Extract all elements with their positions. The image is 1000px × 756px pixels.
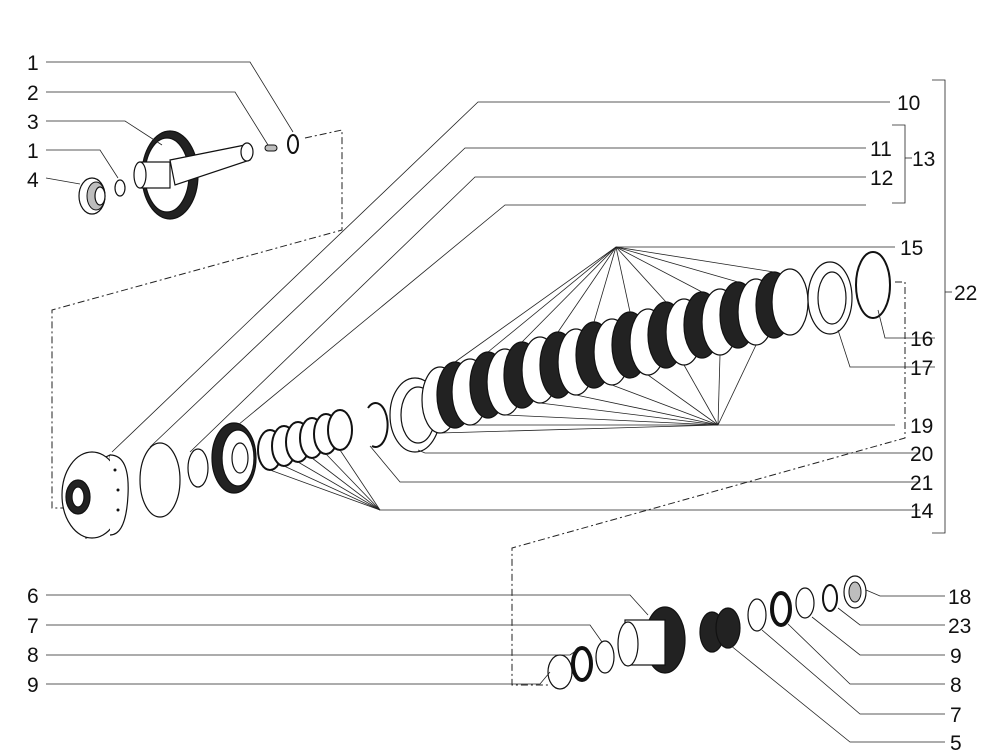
piston-plate-part [211,422,257,494]
washer-9-right-part [795,587,815,619]
bearing-part [78,177,106,215]
ring-part [187,448,209,488]
gear-shaft-part [133,130,254,220]
group-label: 22 [954,282,977,305]
callout-label: 7 [27,615,39,638]
callout-label: 4 [27,169,39,192]
callout-label: 1 [27,52,39,75]
retaining-ring-16-part [855,251,891,319]
snap-ring-21-part [367,402,389,448]
callout-label: 5 [950,732,962,755]
leader-lines [45,61,945,743]
callout-label: 12 [870,167,893,190]
callout-label: 11 [870,138,892,161]
callout-label: 19 [910,415,933,438]
input-shaft-assembly [78,130,299,220]
seal-ring-part [139,442,181,518]
backing-plate-part [807,261,853,335]
group-label: 13 [912,148,935,171]
callout-label: 21 [910,472,933,495]
callout-labels: 1 2 3 1 4 6 7 8 9 10 11 12 15 16 17 19 2… [27,52,977,755]
callout-label: 18 [948,586,971,609]
washer-9-left-part [547,654,573,690]
callout-label: 15 [900,237,923,260]
spring-washers-part [257,409,353,471]
callout-label: 8 [950,674,962,697]
assembly-axis-lines [51,129,906,686]
pin-part [264,144,278,152]
gear-6-part [617,606,686,674]
output-gear-assembly [547,575,867,690]
callout-label: 23 [948,615,971,638]
clutch-drum-part [61,451,129,539]
lock-washer-23-part [822,584,838,612]
friction-disc-stack [421,268,809,434]
o-ring-part [287,134,299,154]
callout-label: 7 [950,704,962,727]
needle-bearing-5-part [699,607,741,653]
callout-label: 16 [910,328,933,351]
callout-label: 1 [27,140,39,163]
clutch-assembly [61,251,891,539]
washer-7-left-part [595,640,615,674]
callout-label: 10 [897,92,920,115]
callout-label: 14 [910,500,934,523]
callout-label: 17 [910,357,933,380]
callout-label: 8 [27,644,39,667]
ring-8-left-part [571,646,593,682]
callout-label: 6 [27,585,39,608]
washer-7-right-part [747,598,767,632]
callout-label: 9 [950,645,962,668]
nut-18-part [843,575,867,609]
group-brackets [892,79,952,534]
callout-label: 3 [27,111,39,134]
callout-label: 2 [27,82,39,105]
callout-label: 20 [910,443,933,466]
callout-label: 9 [27,674,39,697]
ring-8-right-part [770,591,792,627]
snap-ring-part [114,179,126,197]
